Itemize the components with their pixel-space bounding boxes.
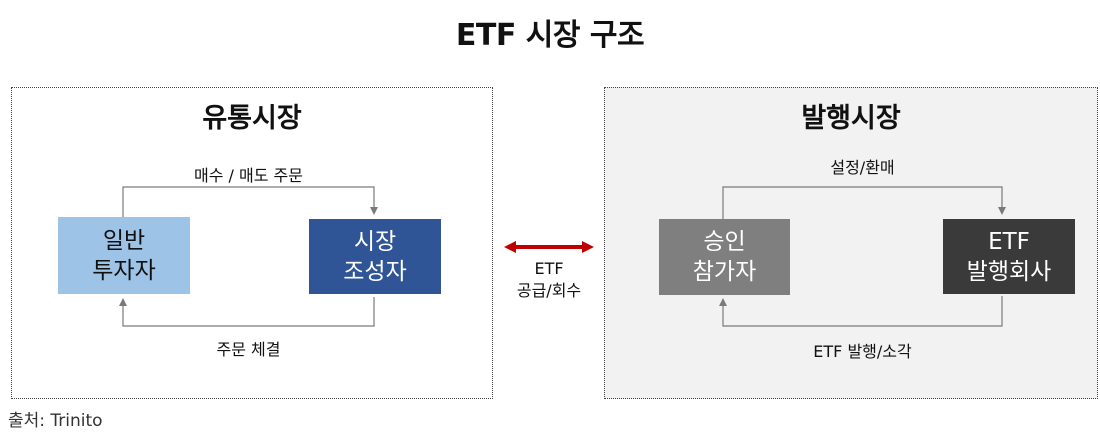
- issuance-flow-arrow: [719, 296, 1003, 327]
- secondary-market-title: 유통시장: [202, 103, 302, 134]
- retail-investor-line1: 일반: [102, 227, 146, 254]
- market-maker-line2: 조성자: [343, 258, 407, 285]
- retail-investor-line2: 투자자: [92, 257, 156, 284]
- etf-issuer-line1: ETF: [988, 228, 1030, 255]
- market-maker-box: 시장 조성자: [309, 219, 441, 294]
- retail-investor-box: 일반 투자자: [58, 217, 190, 294]
- execution-flow-label: 주문 체결: [216, 340, 281, 359]
- order-flow-arrow: [122, 186, 378, 217]
- etf-supply-line2: 공급/회수: [516, 281, 582, 300]
- primary-market-title: 발행시장: [801, 103, 901, 134]
- creation-redemption-label: 설정/환매: [830, 158, 895, 177]
- authorized-participant-line2: 참가자: [692, 259, 757, 285]
- execution-flow-arrow: [119, 297, 375, 327]
- diagram-title: ETF 시장 구조: [455, 18, 645, 53]
- etf-issuer-box: ETF 발행회사: [943, 219, 1075, 294]
- market-maker-line1: 시장: [353, 228, 397, 255]
- authorized-participant-line1: 승인: [703, 229, 746, 255]
- etf-issuer-line2: 발행회사: [966, 258, 1052, 285]
- creation-flow-arrow: [722, 186, 1006, 219]
- order-flow-label: 매수 / 매도 주문: [194, 166, 303, 185]
- etf-supply-line1: ETF: [534, 259, 564, 278]
- issuance-cancel-label: ETF 발행/소각: [813, 342, 912, 361]
- etf-supply-label: ETF 공급/회수: [494, 258, 604, 302]
- authorized-participant-box: 승인 참가자: [659, 219, 790, 295]
- source-note: 출처: Trinito: [8, 411, 103, 431]
